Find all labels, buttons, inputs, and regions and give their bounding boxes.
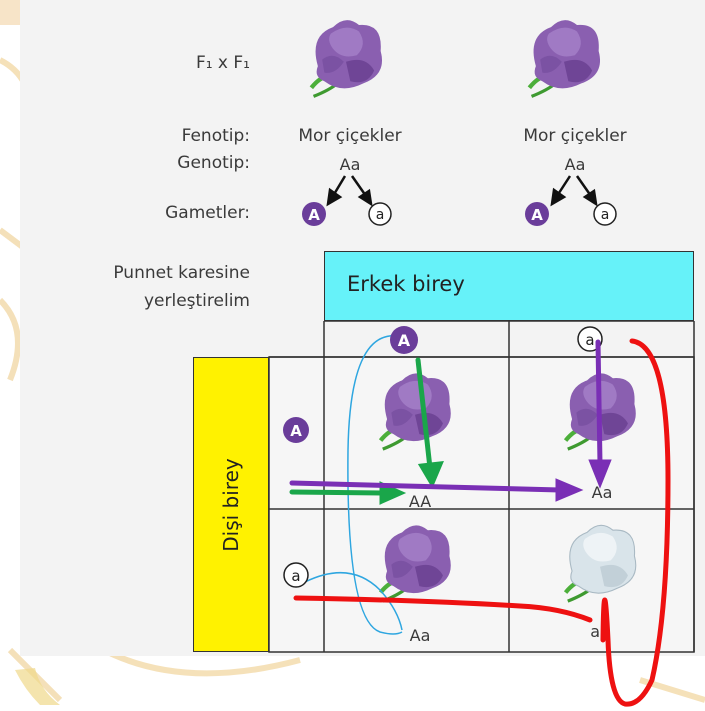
punnett-label-line2: yerleştirelim	[143, 291, 250, 311]
female-header: Dişi birey	[193, 357, 269, 652]
green-arrow-vertical	[415, 357, 433, 471]
parent2-phenotype: Mor çiçekler	[523, 126, 627, 146]
cross-label: F₁ x F₁	[195, 53, 250, 73]
parent2-gamete-A: A	[525, 202, 549, 226]
purple-arrow-horizontal	[289, 480, 563, 493]
svg-text:A: A	[398, 331, 411, 350]
blue-connector-a	[304, 571, 403, 631]
parent1-phenotype: Mor çiçekler	[298, 126, 402, 146]
purple-arrow-vertical	[595, 339, 603, 467]
offspring-genotype-Aa-bottom: Aa	[410, 626, 431, 645]
parent1-flower	[311, 20, 382, 96]
offspring-genotype-Aa-top: Aa	[592, 483, 613, 502]
green-arrow-horizontal	[289, 489, 388, 496]
parent1-gamete-A: A	[302, 202, 326, 226]
parent2-genotype: Aa	[564, 155, 586, 174]
svg-text:A: A	[531, 206, 543, 224]
genotype-label: Genotip:	[177, 153, 250, 173]
gametes-label: Gametler:	[165, 203, 250, 223]
parent2-gamete-a: a	[593, 202, 617, 226]
red-curve-male-a	[600, 338, 671, 707]
female-gamete-a: a	[283, 562, 309, 588]
female-gamete-A: A	[283, 417, 309, 443]
svg-text:a: a	[291, 567, 300, 585]
punnett-label-line1: Punnet karesine	[113, 263, 250, 283]
svg-text:A: A	[290, 422, 302, 440]
phenotype-label: Fenotip:	[181, 126, 250, 146]
parent2-flower	[529, 20, 600, 96]
svg-text:a: a	[376, 207, 385, 223]
svg-text:a: a	[585, 331, 594, 349]
male-gamete-A: A	[390, 326, 418, 354]
svg-text:a: a	[601, 207, 610, 223]
offspring-genotype-AA: AA	[409, 492, 431, 511]
blue-connector-A	[347, 335, 403, 635]
red-curve-female-a	[293, 595, 593, 623]
parent2-gamete-arrow-right	[575, 175, 593, 197]
svg-text:A: A	[308, 206, 320, 224]
parent1-gamete-a: a	[368, 202, 392, 226]
parent1-genotype: Aa	[339, 155, 361, 174]
parent1-gamete-arrow-right	[350, 175, 368, 197]
